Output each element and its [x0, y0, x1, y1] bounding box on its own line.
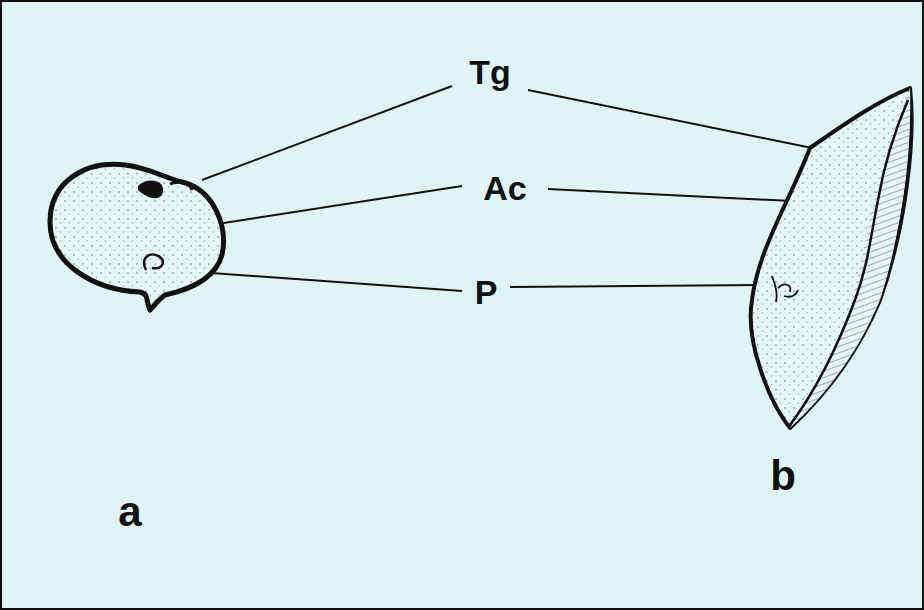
- leader-lines: [165, 86, 832, 291]
- label-holder: Ac: [483, 171, 526, 205]
- figure-letter: a: [118, 488, 141, 535]
- part-label: P: [475, 273, 498, 311]
- plumule-mark: [772, 276, 798, 302]
- label-holder: b: [770, 455, 796, 497]
- label-holder: a: [118, 491, 141, 533]
- leader-line: [528, 90, 812, 148]
- hilum-mark: [138, 180, 163, 198]
- leader-line: [510, 285, 760, 287]
- plumule-mark: [144, 254, 163, 270]
- figure-letter: b: [770, 452, 796, 499]
- label-holder: Tg: [469, 55, 511, 89]
- seed-section-b: [751, 88, 912, 428]
- inner-line: [790, 100, 908, 425]
- seed-outline: [751, 88, 912, 428]
- leader-line: [202, 86, 452, 180]
- part-label: Tg: [469, 53, 511, 91]
- testa-shading: [790, 88, 910, 428]
- seed-section-a: [50, 164, 223, 310]
- label-holder: P: [475, 275, 498, 309]
- testa-mark: [170, 182, 192, 190]
- seed-outline: [50, 164, 223, 310]
- part-label: Ac: [483, 169, 526, 207]
